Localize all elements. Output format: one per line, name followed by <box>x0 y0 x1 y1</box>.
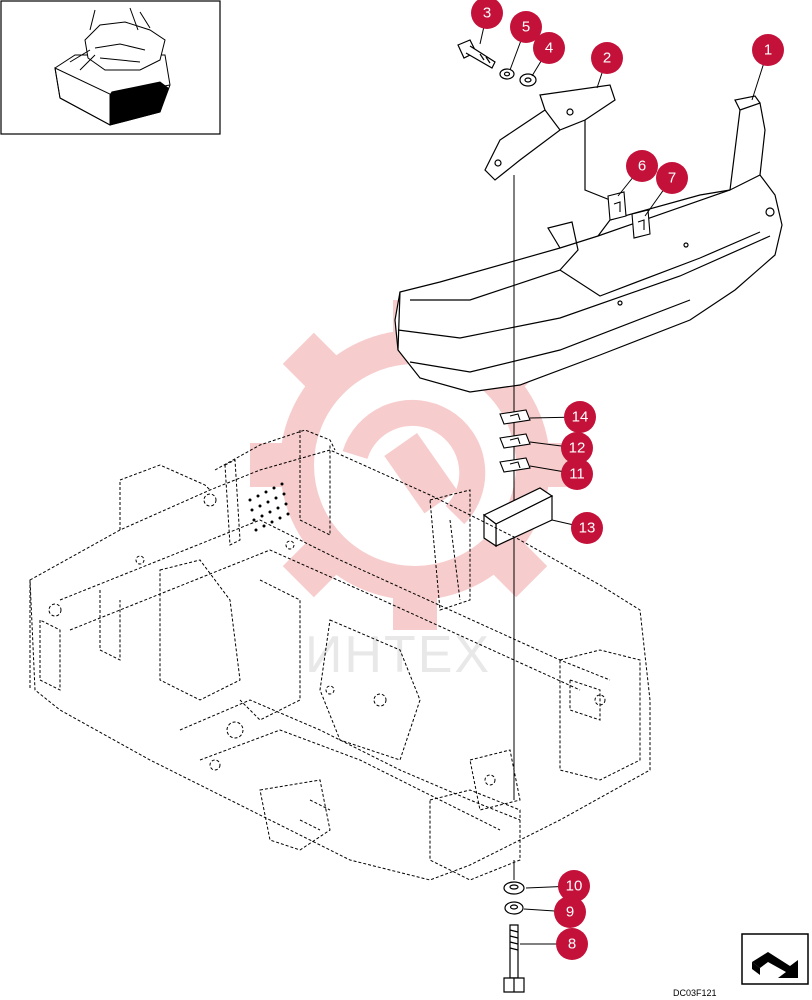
top-bolt <box>457 39 496 69</box>
callout-5: 5 <box>510 11 542 43</box>
svg-text:7: 7 <box>668 170 676 187</box>
counterweight <box>394 95 783 393</box>
callout-12: 12 <box>561 432 593 464</box>
callout-1: 1 <box>752 34 784 66</box>
callout-14: 14 <box>564 401 596 433</box>
callout-2: 2 <box>591 42 623 74</box>
callout-4: 4 <box>533 32 565 64</box>
watermark-text: ИНТЕХ <box>305 626 491 684</box>
svg-text:4: 4 <box>545 40 553 57</box>
svg-text:12: 12 <box>569 440 586 457</box>
svg-text:3: 3 <box>483 5 491 22</box>
svg-text:1: 1 <box>764 42 772 59</box>
svg-text:10: 10 <box>566 878 583 895</box>
svg-text:13: 13 <box>579 520 596 537</box>
callout-3: 3 <box>471 0 503 29</box>
orientation-indicator <box>741 933 809 985</box>
svg-text:8: 8 <box>568 936 576 953</box>
top-washer-flat <box>519 73 537 87</box>
callout-7: 7 <box>656 162 688 194</box>
svg-text:5: 5 <box>522 19 530 36</box>
bottom-washer-spring <box>504 901 524 915</box>
svg-text:6: 6 <box>638 158 646 175</box>
callout-9: 9 <box>554 896 586 928</box>
shim-stack <box>499 409 531 473</box>
upper-frame <box>29 429 651 881</box>
inset-machine-icon <box>54 7 171 126</box>
callout-8: 8 <box>556 928 588 960</box>
shim-b <box>631 209 651 239</box>
frame-grille <box>248 482 290 532</box>
svg-text:9: 9 <box>566 904 574 921</box>
callout-6: 6 <box>626 150 658 182</box>
direction-arrow-icon <box>752 952 798 978</box>
location-inset <box>0 0 221 135</box>
shim-a <box>607 191 627 221</box>
svg-text:11: 11 <box>569 466 585 483</box>
spacer-block <box>482 487 554 548</box>
callout-10: 10 <box>558 870 590 902</box>
callout-13: 13 <box>571 512 603 544</box>
bottom-bolt <box>503 924 525 993</box>
top-washer-small <box>499 68 515 80</box>
bracket <box>484 84 616 201</box>
bottom-washer-hardened <box>503 881 525 895</box>
svg-text:14: 14 <box>572 409 589 426</box>
svg-text:2: 2 <box>603 50 611 67</box>
drawing-code: DC03F121 <box>673 988 717 998</box>
callout-11: 11 <box>561 458 593 490</box>
